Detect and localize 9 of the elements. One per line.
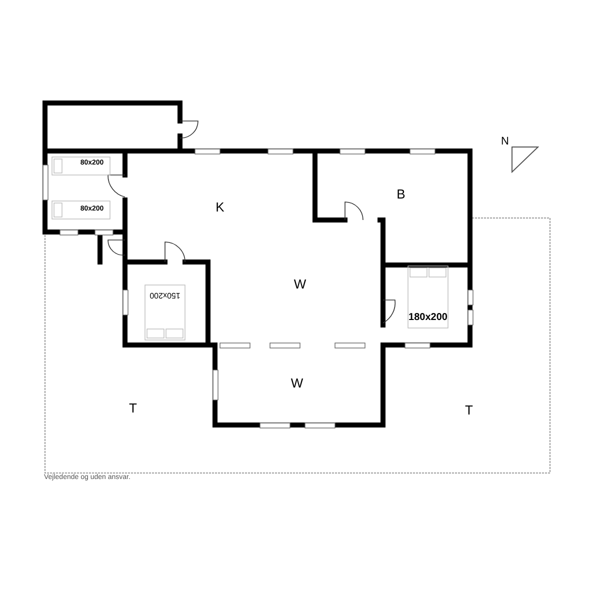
north-label: N <box>501 136 509 148</box>
room-label: B <box>396 188 406 200</box>
room-label: W <box>290 376 304 390</box>
bed-size-label: 150x200 <box>150 291 180 299</box>
area-label: T <box>465 404 473 416</box>
room-label: K <box>216 200 224 214</box>
area-label: T <box>129 402 137 414</box>
room-label: W <box>294 278 306 290</box>
bed-size-label: 180x200 <box>408 313 448 323</box>
